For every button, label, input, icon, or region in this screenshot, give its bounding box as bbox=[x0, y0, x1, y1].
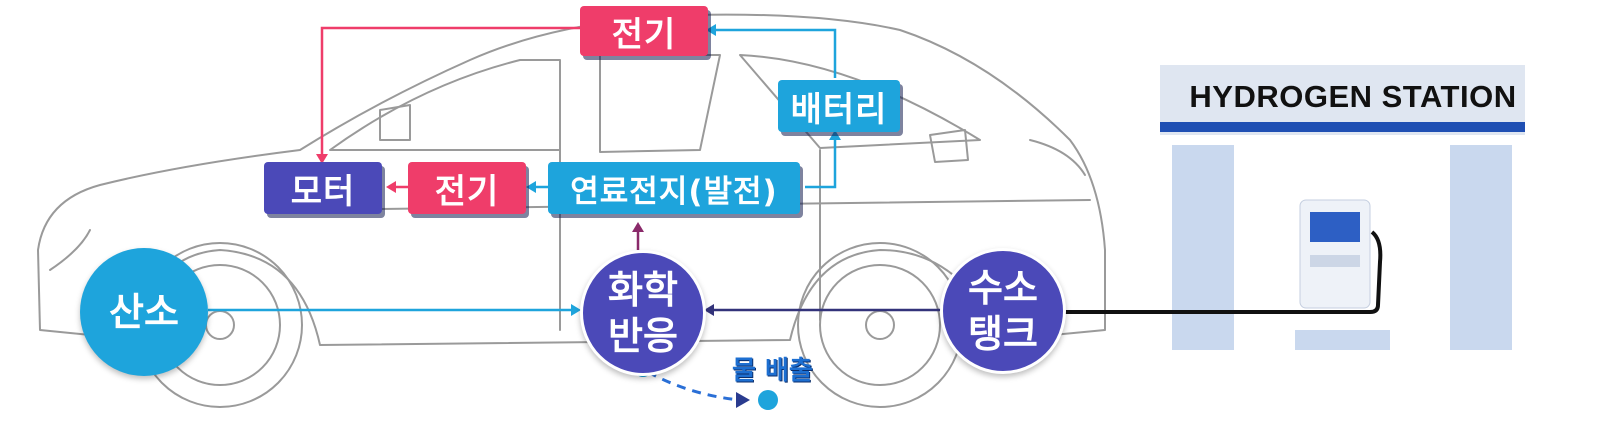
fuel-cell-box: 연료전지(발전) bbox=[548, 162, 800, 214]
electricity-mid-box: 전기 bbox=[408, 162, 526, 214]
hydrogen-station bbox=[1065, 65, 1525, 350]
electricity-top-box: 전기 bbox=[580, 6, 708, 56]
battery-box: 배터리 bbox=[778, 80, 900, 132]
hydrogen-tank-circle: 수소 탱크 bbox=[940, 248, 1066, 374]
hose-line bbox=[1065, 230, 1383, 314]
motor-box: 모터 bbox=[264, 162, 382, 214]
oxygen-circle: 산소 bbox=[80, 248, 208, 376]
chemical-reaction-circle: 화학 반응 bbox=[580, 250, 706, 376]
water-drop-end bbox=[758, 390, 778, 410]
station-title: HYDROGEN STATION bbox=[1189, 79, 1517, 114]
flow-lines bbox=[208, 24, 942, 408]
water-discharge-label: 물 배출 bbox=[732, 356, 813, 386]
